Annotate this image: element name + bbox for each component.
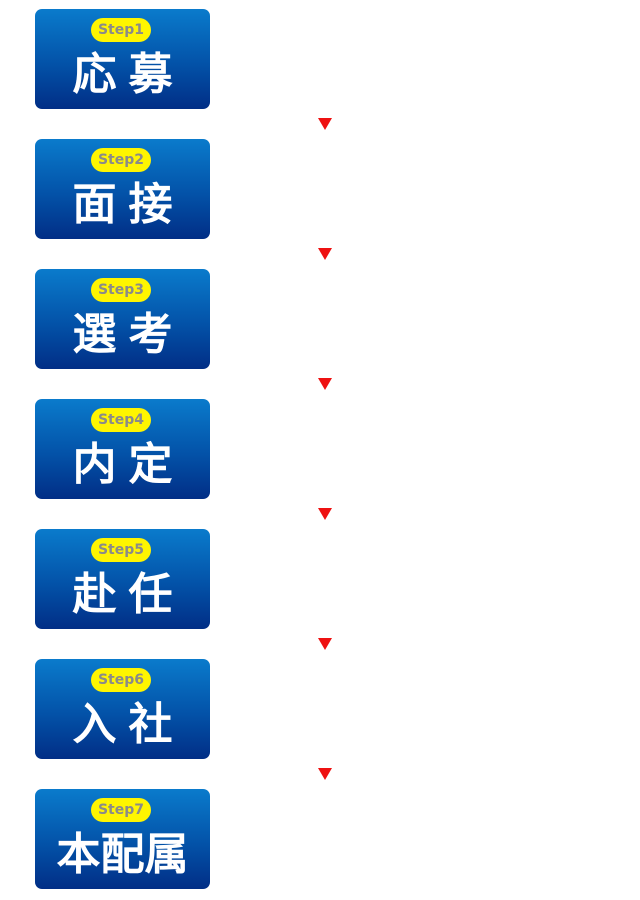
- down-arrow-icon: [318, 118, 332, 130]
- step-7: Step7 本配属: [35, 789, 210, 889]
- step-label: 赴任: [72, 569, 185, 620]
- step-label: 面接: [72, 179, 185, 230]
- step-3: Step3 選考: [35, 269, 210, 369]
- step-badge: Step5: [91, 538, 151, 562]
- step-label: 内定: [72, 439, 185, 490]
- step-badge: Step3: [91, 278, 151, 302]
- down-arrow-icon: [318, 248, 332, 260]
- step-badge: Step7: [91, 798, 151, 822]
- step-label: 応募: [72, 49, 185, 100]
- step-2: Step2 面接: [35, 139, 210, 239]
- step-badge: Step4: [91, 408, 151, 432]
- step-badge: Step2: [91, 148, 151, 172]
- down-arrow-icon: [318, 638, 332, 650]
- step-6: Step6 入社: [35, 659, 210, 759]
- step-1: Step1 応募: [35, 9, 210, 109]
- down-arrow-icon: [318, 508, 332, 520]
- step-badge: Step6: [91, 668, 151, 692]
- step-4: Step4 内定: [35, 399, 210, 499]
- down-arrow-icon: [318, 378, 332, 390]
- down-arrow-icon: [318, 768, 332, 780]
- step-5: Step5 赴任: [35, 529, 210, 629]
- step-label: 入社: [72, 699, 185, 750]
- step-badge: Step1: [91, 18, 151, 42]
- step-label: 本配属: [56, 829, 189, 880]
- step-label: 選考: [72, 309, 185, 360]
